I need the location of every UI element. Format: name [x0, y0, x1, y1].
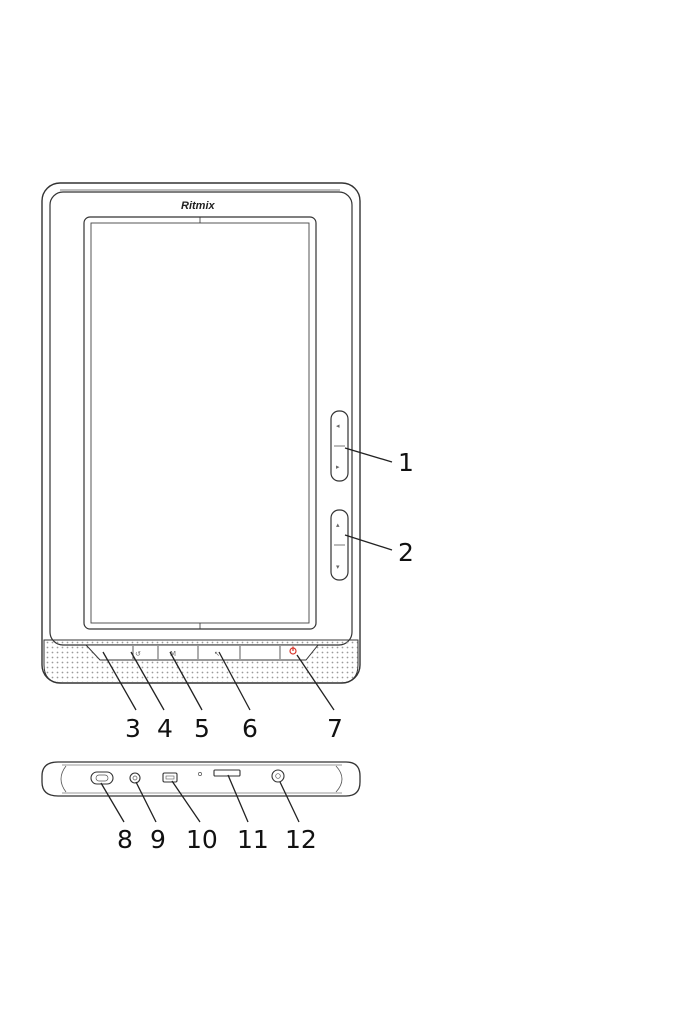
device-front-view: ↺ M ↖ Ritmix ◂ ▸ ▴ ▾: [42, 183, 360, 683]
callout-3: 3: [125, 714, 141, 743]
reset-hole: [198, 772, 201, 775]
callout-6: 6: [242, 714, 258, 743]
svg-text:▸: ▸: [336, 463, 340, 471]
callout-4: 4: [157, 714, 173, 743]
callout-12: 12: [285, 825, 317, 854]
callout-11: 11: [237, 825, 269, 854]
button-strip: [86, 645, 318, 660]
callout-8: 8: [117, 825, 133, 854]
callout-7: 7: [327, 714, 343, 743]
callout-10: 10: [186, 825, 218, 854]
svg-text:◂: ◂: [336, 422, 340, 430]
page-turn-rocker: ◂ ▸: [331, 411, 348, 481]
screen: [91, 223, 309, 623]
svg-text:▾: ▾: [336, 563, 340, 571]
device-bottom-view: [42, 762, 360, 796]
callout-2: 2: [398, 538, 414, 567]
volume-rocker: ▴ ▾: [331, 510, 348, 580]
callout-9: 9: [150, 825, 166, 854]
svg-text:▴: ▴: [336, 521, 340, 529]
card-slot: [214, 770, 240, 776]
brand-logo: Ritmix: [181, 200, 216, 212]
bottom-edge-shell: [42, 762, 360, 796]
callout-1: 1: [398, 448, 414, 477]
svg-text:↺: ↺: [135, 650, 141, 658]
svg-text:↖: ↖: [214, 650, 220, 658]
callout-5: 5: [194, 714, 210, 743]
